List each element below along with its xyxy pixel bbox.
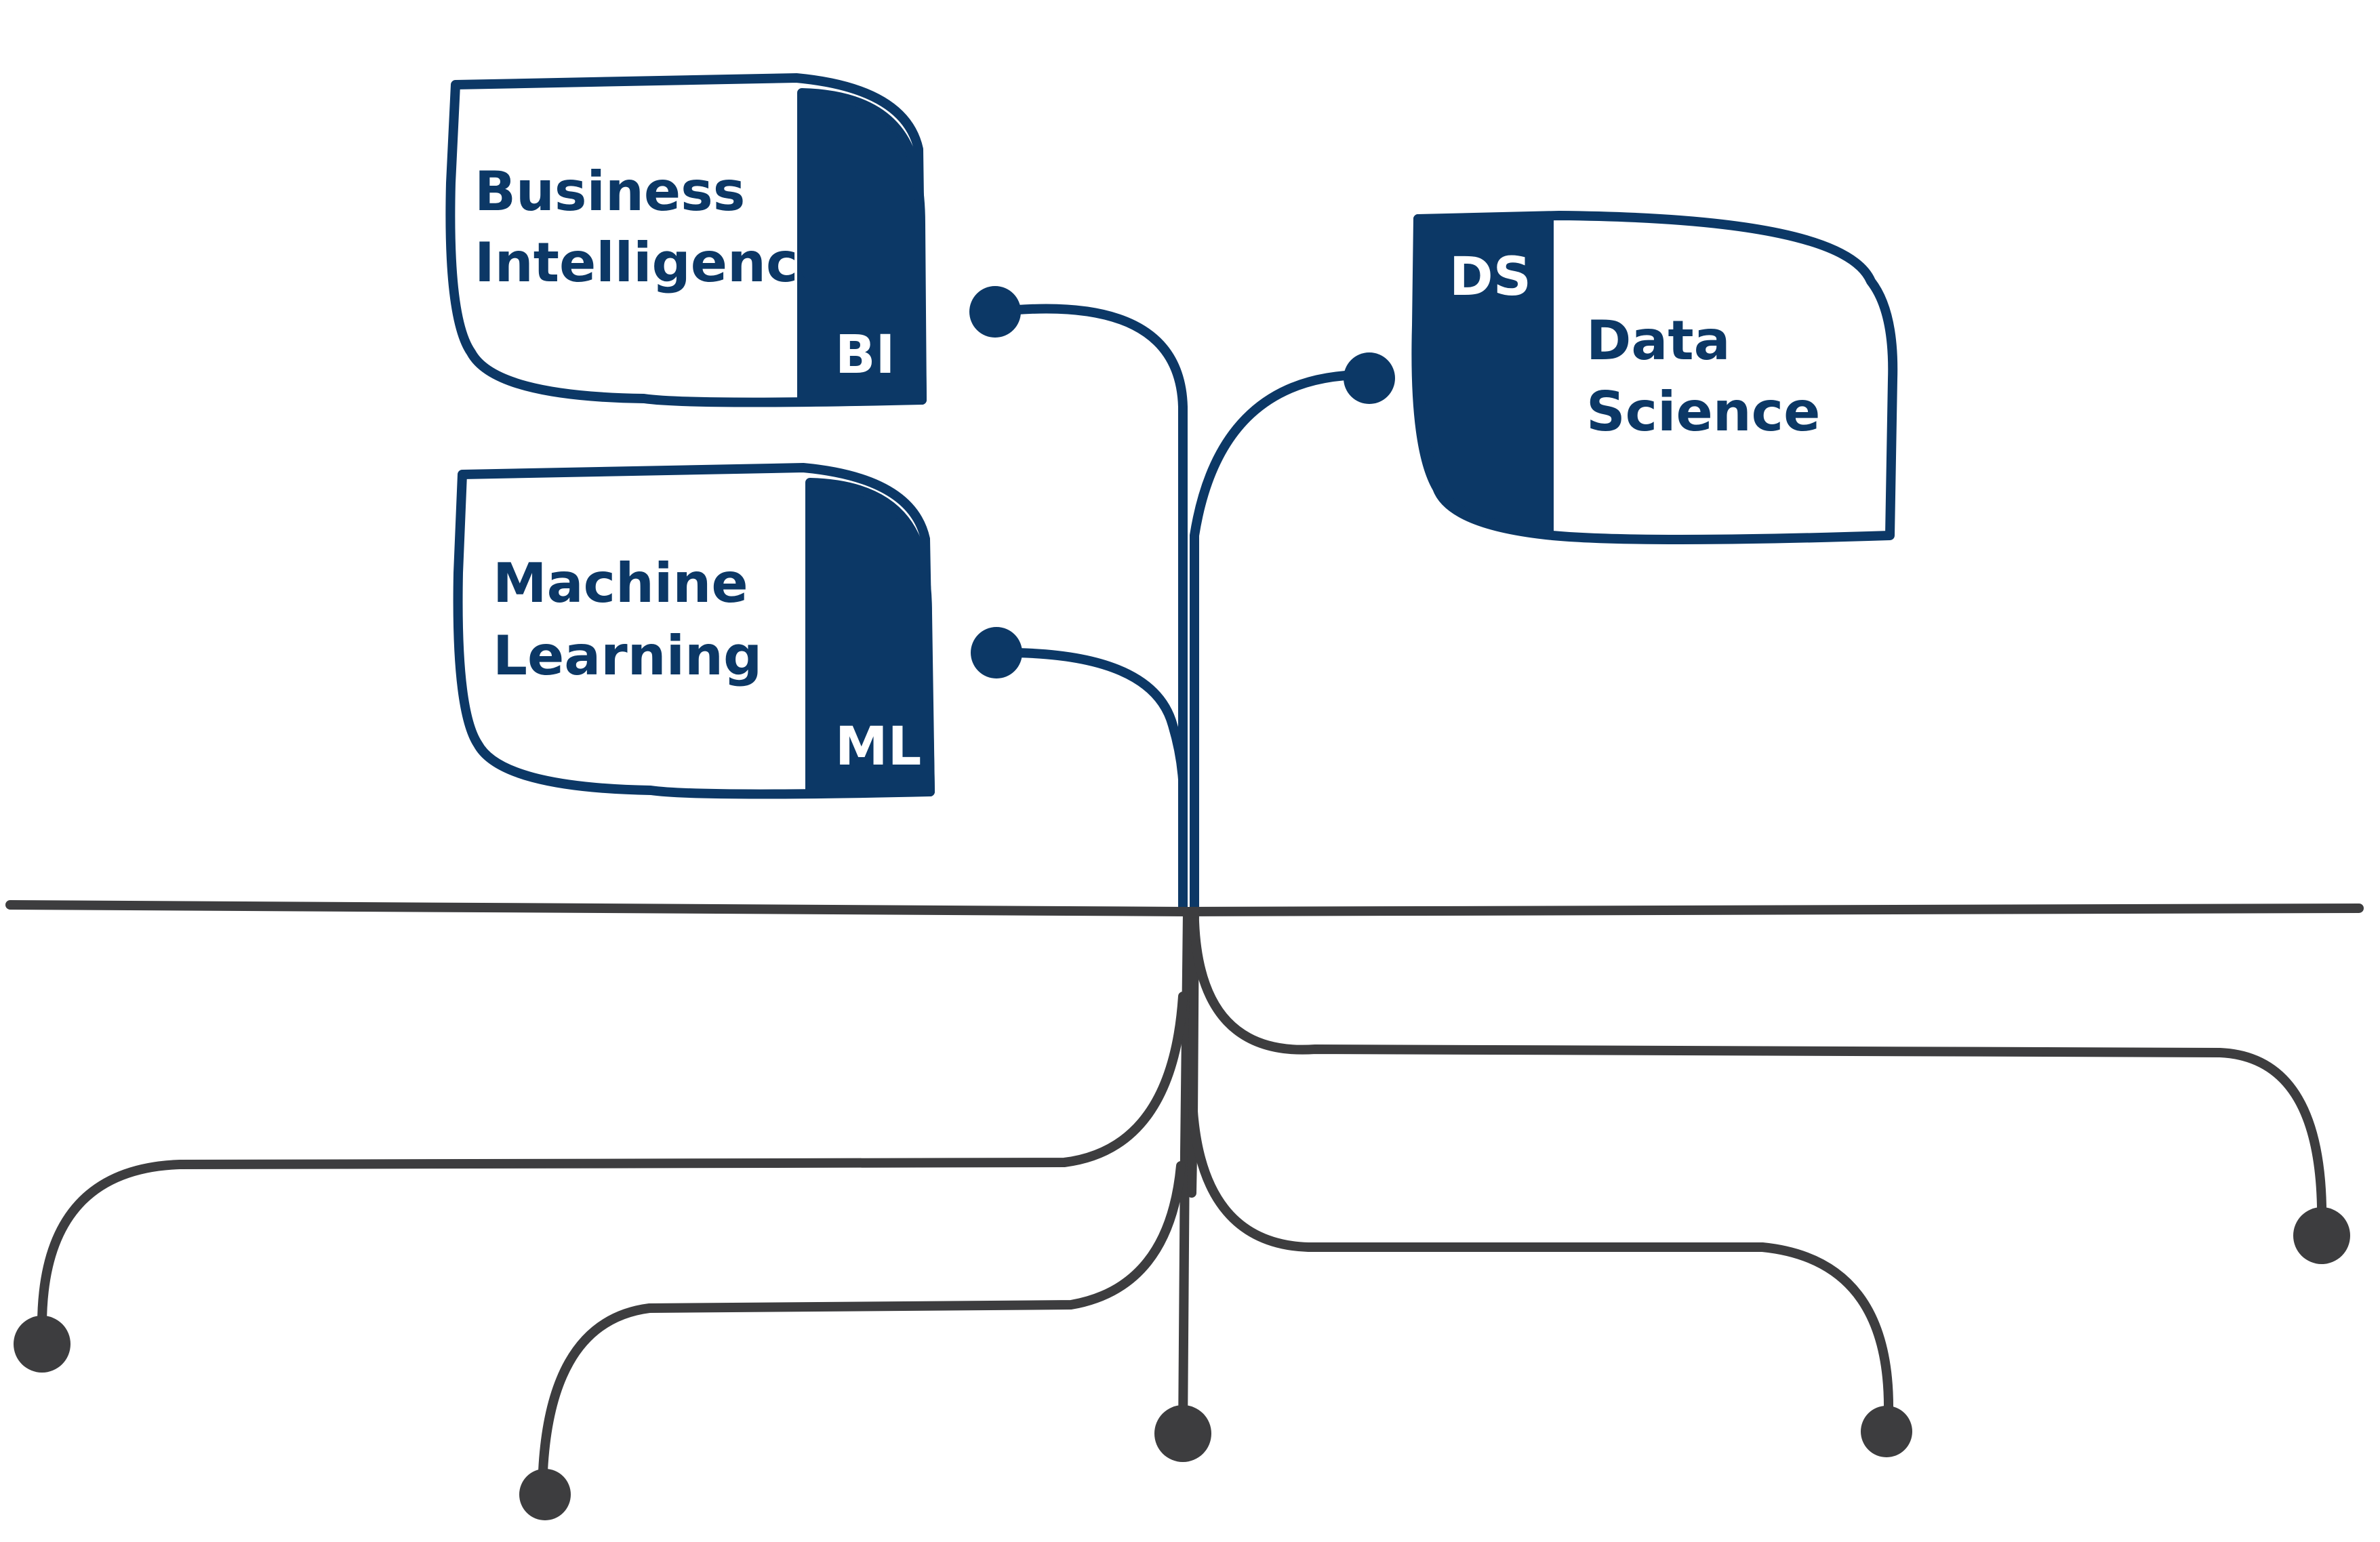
- ds-tab: [1413, 214, 1554, 537]
- ds-title-line1: Data: [1586, 309, 1731, 372]
- ml-connector: [992, 647, 1188, 784]
- root-far-left: [37, 992, 1188, 1333]
- root-right-upper-dot: [2293, 1207, 2350, 1264]
- ml-node: Machine Learning ML: [453, 463, 935, 799]
- bi-title-line2: Intelligence: [475, 231, 835, 294]
- ds-abbreviation: DS: [1449, 247, 1531, 308]
- root-right-lower: [1188, 1107, 1893, 1435]
- bi-connector-dot: [969, 286, 1021, 338]
- bi-node: Business Intelligence BI: [445, 73, 927, 407]
- ds-connector-dot: [1344, 352, 1395, 404]
- ds-node: DS Data Science: [1411, 211, 1898, 544]
- ds-title-line2: Science: [1586, 380, 1820, 443]
- root-center-left: [538, 1161, 1186, 1503]
- root-right-lower-dot: [1861, 1406, 1912, 1457]
- bi-connector: [990, 304, 1188, 777]
- bi-title-line1: Business: [475, 160, 745, 223]
- bi-abbreviation: BI: [835, 325, 895, 386]
- root-right-upper: [1190, 917, 2327, 1232]
- ml-title-line1: Machine: [493, 552, 748, 615]
- ml-abbreviation: ML: [835, 716, 921, 777]
- bi-tab: [797, 88, 927, 405]
- trunk-lower: [1178, 907, 1192, 1438]
- ml-title-line2: Learning: [493, 624, 762, 687]
- ml-connector-dot: [971, 627, 1022, 678]
- root-far-left-dot: [14, 1316, 70, 1373]
- root-center-left-dot: [519, 1469, 571, 1520]
- ds-connector: [1190, 369, 1373, 852]
- trunk-end-dot: [1154, 1405, 1211, 1462]
- ml-tab: [805, 478, 935, 796]
